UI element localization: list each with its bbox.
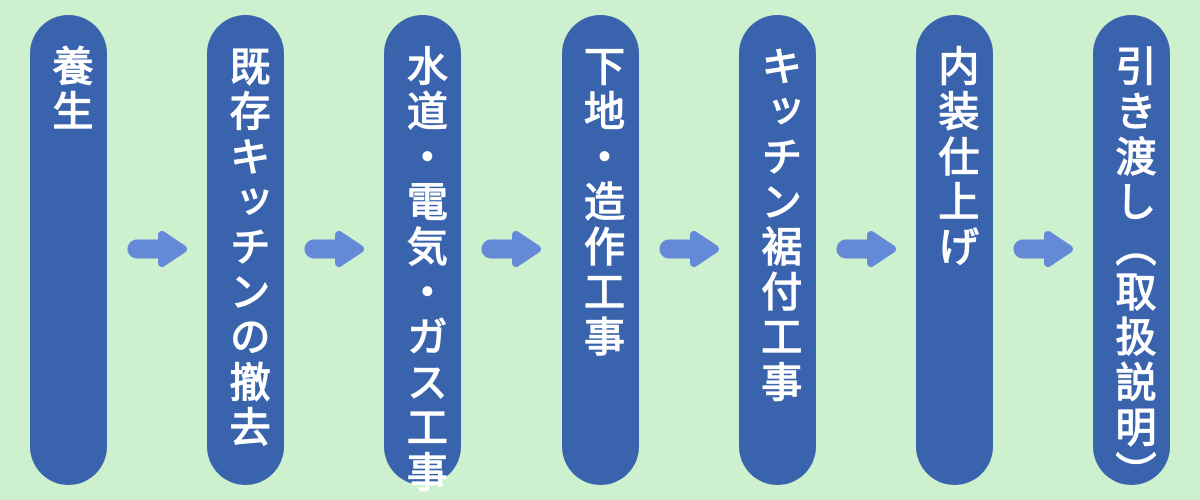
- step-pill-interior-finish: 内装仕上げ: [915, 15, 993, 485]
- step-pill-yojo: 養生: [30, 15, 107, 485]
- step-pill-demolition: 既存キッチンの撤去: [207, 15, 285, 485]
- right-arrow-icon: [1013, 230, 1073, 267]
- flow-arrow: [284, 0, 384, 500]
- flow-arrow: [993, 0, 1093, 500]
- step-label: 養生: [45, 45, 93, 136]
- right-arrow-icon: [127, 230, 188, 267]
- step-pill-base-work: 下地・造作工事: [561, 15, 639, 485]
- step-label: 水道・電気・ガス工事: [399, 45, 448, 496]
- step-label: 既存キッチンの撤去: [222, 45, 271, 451]
- flow-arrow: [107, 0, 207, 500]
- right-arrow-icon: [481, 230, 542, 267]
- step-label: 下地・造作工事: [576, 45, 625, 361]
- step-label: キッチン裾付工事: [753, 45, 802, 406]
- right-arrow-icon: [836, 230, 896, 267]
- step-label: 内装仕上げ: [930, 45, 979, 271]
- step-pill-utilities: 水道・電気・ガス工事: [384, 15, 462, 496]
- right-arrow-icon: [659, 230, 719, 267]
- right-arrow-icon: [304, 230, 365, 267]
- flow-arrow: [639, 0, 739, 500]
- flow-arrow: [461, 0, 561, 500]
- step-label: 引き渡し（取扱説明）: [1108, 45, 1157, 496]
- flow-arrow: [816, 0, 916, 500]
- step-pill-kitchen-install: キッチン裾付工事: [738, 15, 816, 485]
- step-pill-handover: 引き渡し（取扱説明）: [1093, 15, 1171, 496]
